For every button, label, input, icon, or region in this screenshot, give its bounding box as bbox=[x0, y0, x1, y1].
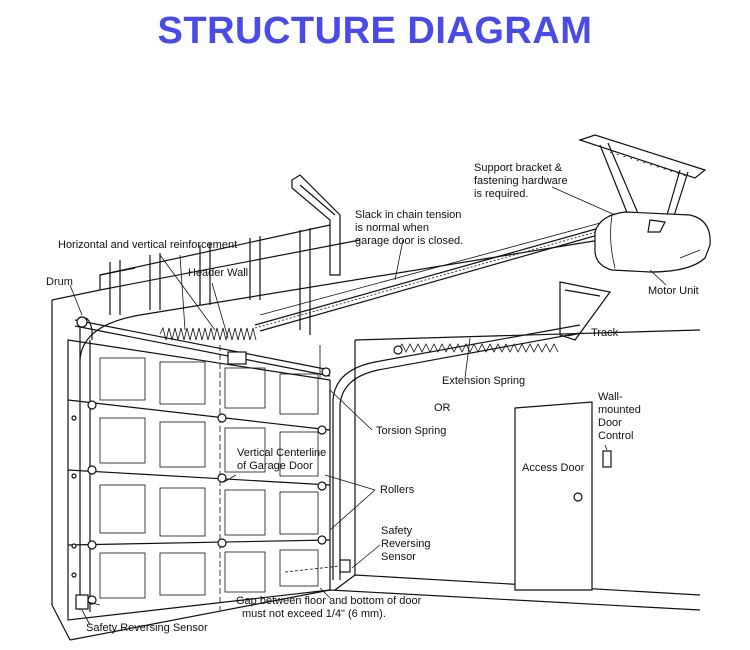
label-extension-spring: Extension Spring bbox=[442, 375, 525, 387]
label-centerline: Vertical Centerline of Garage Door bbox=[237, 447, 326, 472]
leader-lines bbox=[69, 186, 667, 626]
wall-control-icon bbox=[602, 450, 612, 468]
svg-text:Sensor: Sensor bbox=[381, 551, 416, 563]
safety-sensor-right bbox=[284, 559, 351, 573]
svg-text:of Garage Door: of Garage Door bbox=[237, 460, 313, 472]
svg-text:Control: Control bbox=[598, 430, 633, 442]
svg-text:Reversing: Reversing bbox=[381, 538, 431, 550]
label-gap: Gap between floor and bottom of door mus… bbox=[236, 595, 422, 620]
svg-text:Gap between floor and bottom o: Gap between floor and bottom of door bbox=[236, 595, 422, 607]
extension-spring bbox=[393, 343, 559, 355]
label-wall-control: Wall- mounted Door Control bbox=[598, 391, 641, 442]
svg-text:Support bracket &: Support bracket & bbox=[474, 162, 563, 174]
svg-text:fastening hardware: fastening hardware bbox=[474, 175, 568, 187]
svg-text:must not exceed 1/4" (6 mm).: must not exceed 1/4" (6 mm). bbox=[242, 608, 386, 620]
svg-text:Safety: Safety bbox=[381, 525, 413, 537]
access-door bbox=[514, 401, 593, 591]
label-slack-chain: Slack in chain tension is normal when ga… bbox=[355, 209, 463, 247]
garage-door bbox=[67, 339, 331, 621]
svg-text:is required.: is required. bbox=[474, 188, 528, 200]
motor-unit bbox=[578, 134, 711, 273]
label-access-door: Access Door bbox=[522, 462, 585, 474]
label-motor-unit: Motor Unit bbox=[648, 285, 699, 297]
page-title: STRUCTURE DIAGRAM bbox=[157, 10, 593, 52]
label-header-wall: Header Wall bbox=[188, 267, 248, 279]
svg-text:Vertical Centerline: Vertical Centerline bbox=[237, 447, 326, 459]
reinforcement-bracket bbox=[291, 174, 341, 276]
label-rollers: Rollers bbox=[380, 484, 415, 496]
svg-text:is normal when: is normal when bbox=[355, 222, 429, 234]
svg-text:Door: Door bbox=[598, 417, 622, 429]
label-safety-sensor-bottom: Safety Reversing Sensor bbox=[86, 622, 208, 634]
svg-text:Wall-: Wall- bbox=[598, 391, 623, 403]
label-reinforcement: Horizontal and vertical reinforcement bbox=[58, 239, 237, 251]
svg-text:garage door is closed.: garage door is closed. bbox=[355, 235, 463, 247]
safety-sensor-left bbox=[75, 594, 101, 610]
svg-text:Slack in chain tension: Slack in chain tension bbox=[355, 209, 461, 221]
opener-rail bbox=[254, 221, 613, 332]
svg-text:mounted: mounted bbox=[598, 404, 641, 416]
label-track: Track bbox=[591, 327, 619, 339]
label-drum: Drum bbox=[46, 276, 73, 288]
door-tracks bbox=[79, 239, 612, 610]
label-or: OR bbox=[434, 402, 451, 414]
rollers bbox=[71, 400, 327, 605]
label-torsion-spring: Torsion Spring bbox=[376, 425, 446, 437]
torsion-spring bbox=[74, 316, 331, 377]
label-safety-sensor-right: Safety Reversing Sensor bbox=[381, 525, 431, 563]
label-support-bracket: Support bracket & fastening hardware is … bbox=[474, 162, 568, 200]
